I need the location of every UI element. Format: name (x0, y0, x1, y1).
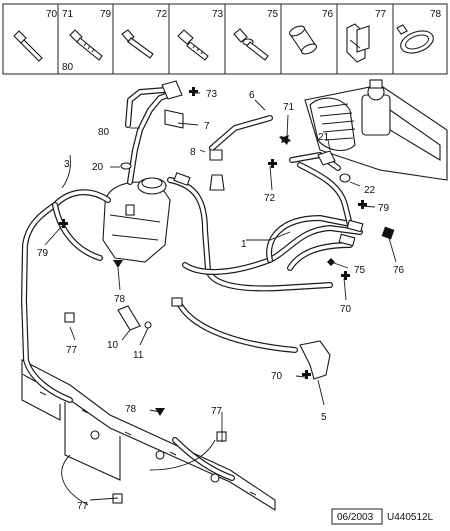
callout-labels: 1 3 5 6 7 8 10 11 20 21 22 70 70 71 72 7… (37, 89, 405, 512)
clip-icon (346, 23, 370, 63)
legend-ref-80: 80 (62, 62, 74, 73)
x-marker-71 (279, 135, 291, 145)
callout-80: 80 (98, 127, 110, 138)
callout-1: 1 (241, 239, 247, 250)
legend-ref-73: 73 (212, 9, 224, 20)
cross-marker-70b (302, 370, 311, 379)
legend-cell-75: 75 (224, 3, 282, 75)
grommet-icon (289, 25, 317, 55)
legend-cell-78: 78 (392, 3, 448, 75)
callout-10: 10 (107, 340, 119, 351)
clamp-marker-78a (113, 260, 123, 268)
callout-6: 6 (249, 90, 255, 101)
legend-ref-75: 75 (267, 9, 279, 20)
item-8-grommet (209, 174, 225, 191)
legend-ref-77: 77 (375, 9, 387, 20)
fluid-reservoir (102, 177, 171, 263)
fittings-and-brackets (117, 80, 395, 380)
callout-77-left: 77 (66, 345, 78, 356)
steering-rack (304, 79, 448, 181)
legend-cell-71-79: 71 79 80 (57, 3, 114, 75)
clip-marker-77b (216, 431, 227, 442)
legend-ref-78: 78 (430, 9, 442, 20)
legend-cell-76: 76 (280, 3, 338, 75)
callout-8: 8 (190, 147, 196, 158)
footer: 06/2003 U440512L (331, 508, 434, 525)
callout-76: 76 (393, 265, 405, 276)
callout-70-lower: 70 (271, 371, 283, 382)
footer-date: 06/2003 (337, 512, 374, 523)
hose-clamp-icon (396, 24, 434, 54)
flanged-bolt-icon (69, 29, 103, 61)
callout-71: 71 (283, 102, 295, 113)
callout-78-lower: 78 (125, 404, 137, 415)
legend-ref-71: 71 (62, 9, 74, 20)
legend-ref-76: 76 (322, 9, 334, 20)
chassis-crossmember (21, 359, 276, 511)
legend-cell-70: 70 (2, 3, 59, 75)
callout-3: 3 (64, 159, 70, 170)
callout-21: 21 (318, 132, 330, 143)
cross-marker-79b (358, 200, 367, 209)
leader-lines (44, 92, 397, 506)
callout-72: 72 (264, 193, 276, 204)
parts-legend: 70 71 79 80 72 (2, 3, 448, 75)
callout-78-upper: 78 (114, 294, 126, 305)
legend-cell-77: 77 (336, 3, 394, 75)
bolt-icon (13, 30, 43, 62)
callout-20: 20 (92, 162, 104, 173)
legend-cell-72: 72 (112, 3, 170, 75)
callout-73: 73 (206, 89, 218, 100)
callout-77-right: 77 (211, 406, 223, 417)
legend-ref-72: 72 (156, 9, 168, 20)
grommet-marker (381, 226, 395, 240)
callout-5: 5 (321, 412, 327, 423)
callout-11: 11 (133, 350, 144, 361)
footer-reference: U440512L (387, 512, 434, 523)
cross-marker-72 (268, 159, 277, 168)
cross-marker-70 (341, 271, 350, 280)
clip-marker-77a (64, 312, 75, 323)
callout-75: 75 (354, 265, 366, 276)
legend-ref-79: 79 (100, 9, 112, 20)
callout-7: 7 (204, 121, 210, 132)
item-10-pressure-switch (117, 305, 141, 331)
callout-70-right: 70 (340, 304, 352, 315)
cross-marker-73 (189, 87, 198, 96)
callout-79-left: 79 (37, 248, 49, 259)
item-5-bracket (299, 340, 331, 380)
callout-22: 22 (364, 185, 376, 196)
washer-screw-icon (233, 28, 269, 61)
legend-cell-73: 73 (168, 3, 226, 75)
legend-ref-70: 70 (46, 9, 58, 20)
screw-icon (121, 29, 154, 59)
cross-marker-79a (59, 219, 68, 228)
hose-assembly (21, 87, 363, 481)
callout-79-right: 79 (378, 203, 390, 214)
hex-bolt-icon (177, 29, 209, 61)
callout-77-bottom: 77 (77, 501, 89, 512)
